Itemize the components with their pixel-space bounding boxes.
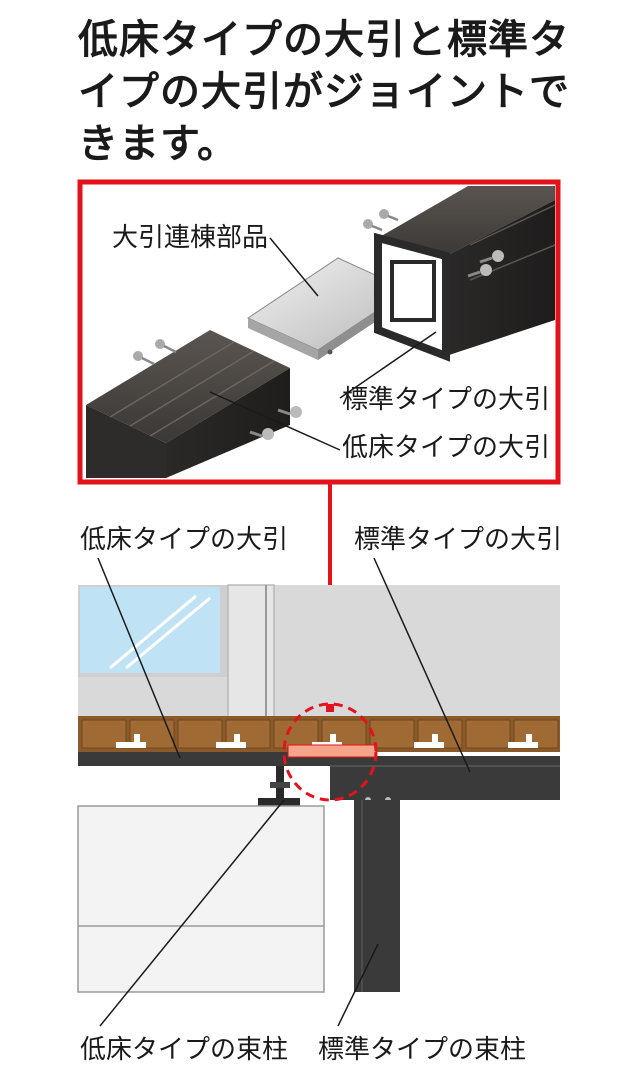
standard-beam xyxy=(330,756,560,800)
low-beam-3d xyxy=(86,330,290,478)
label-standard-post: 標準タイプの束柱 xyxy=(318,1035,526,1065)
screw-icon xyxy=(363,209,504,278)
title-line-2: イプの大引がジョイントで xyxy=(78,69,570,115)
connector-plate xyxy=(287,744,377,758)
leader-line xyxy=(97,557,181,759)
door-frame xyxy=(227,584,275,718)
joint-highlight-circle xyxy=(282,702,378,802)
label-standard-beam: 標準タイプの大引 xyxy=(354,525,562,555)
label-low-post: 低床タイプの束柱 xyxy=(80,1035,288,1065)
leader-line xyxy=(339,331,437,399)
foundation-block xyxy=(77,805,325,993)
window-glass xyxy=(80,587,220,673)
label-connector-part: 大引連棟部品 xyxy=(112,223,268,253)
screw-icon xyxy=(133,339,302,440)
page-title: 低床タイプの大引と標準タ イプの大引がジョイントで きます。 xyxy=(78,14,578,170)
label-standard-beam-detail: 標準タイプの大引 xyxy=(342,385,550,415)
title-line-3: きます。 xyxy=(78,121,238,167)
leader-line xyxy=(209,391,341,451)
label-low-beam: 低床タイプの大引 xyxy=(80,525,288,555)
leader-line xyxy=(269,237,319,297)
standard-post xyxy=(354,800,400,992)
label-low-beam-detail: 低床タイプの大引 xyxy=(342,433,550,463)
leader-line xyxy=(373,557,471,773)
leader-line xyxy=(99,799,285,1027)
standard-beam-3d xyxy=(374,186,556,362)
leader-line xyxy=(337,943,379,1027)
low-post xyxy=(258,766,300,806)
title-line-1: 低床タイプの大引と標準タ xyxy=(78,17,570,63)
